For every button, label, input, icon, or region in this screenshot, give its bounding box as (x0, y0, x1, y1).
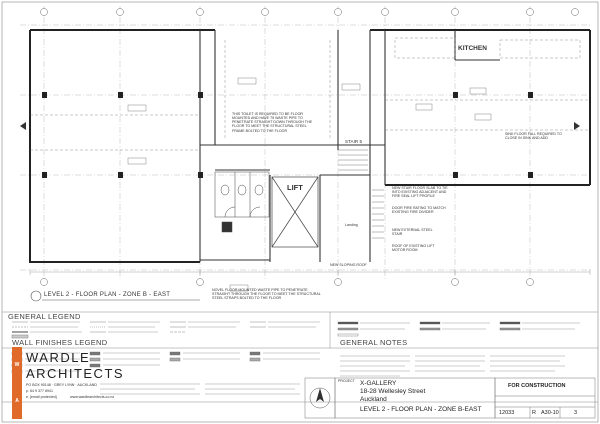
note-sink: SINK FLOOR FALL REQUIRED TO CLOSE IN SIN… (505, 132, 562, 141)
project-address: 18-28 Wellesley Street (360, 388, 426, 395)
lift-shaft (271, 176, 319, 248)
note-stair-slab: NEW STAIR FLOOR SLAB TO TIE INTO EXISTIN… (392, 186, 448, 199)
section-markers (20, 122, 580, 130)
firm-address: PO BOX 90148 · GREY LYNN · AUCKLAND (26, 383, 97, 387)
revision-number: 3 (574, 410, 578, 416)
room-label-lift: LIFT (287, 183, 303, 192)
firm-email: e. [email protected] (26, 395, 57, 399)
exterior-walls (29, 29, 591, 263)
columns (42, 92, 533, 178)
note-roof: ROOF OF EXISTING LIFT MOTOR ROOM (392, 244, 435, 253)
plan-title: LEVEL 2 - FLOOR PLAN - ZONE B - EAST (44, 292, 171, 298)
firm-name-line2: ARCHITECTS (26, 366, 125, 381)
revision-label: R (532, 410, 536, 416)
general-legend-title: GENERAL LEGEND (8, 312, 81, 321)
grid-lines (20, 6, 590, 280)
job-number: 12033 (499, 410, 515, 416)
project-label: PROJECT (338, 379, 355, 383)
project-city: Auckland (360, 396, 387, 403)
firm-web: www.wardlearchitects.co.nz (70, 395, 115, 399)
panel-separators (2, 311, 598, 403)
firm-phone: p. 64 9 377 8941 (26, 389, 53, 393)
note-door: DOOR FIRE RATING TO MATCH EXISTING FIRE … (392, 206, 446, 215)
firm-name-line1: WARDLE (26, 350, 91, 365)
room-label-stair: STAIR 5 (345, 139, 363, 144)
room-label-kitchen: KITCHEN (458, 45, 487, 52)
dashed-lines (30, 37, 590, 151)
plan-title-marker (30, 290, 200, 302)
general-legend-swatches (11, 321, 521, 339)
drawing-title: LEVEL 2 - FLOOR PLAN - ZONE B-EAST (360, 406, 482, 413)
project-name: X-GALLERY (360, 380, 397, 387)
wall-finishes-legend-title: WALL FINISHES LEGEND (12, 338, 108, 347)
general-notes-title: GENERAL NOTES (340, 338, 408, 347)
sheet-number: A30-10 (541, 410, 559, 416)
note-text-lines (25, 321, 580, 395)
room-label-landing: Landing (345, 223, 358, 227)
tag-boxes (127, 77, 492, 292)
note-toilet: THIS TOILET IS REQUIRED TO BE FLOOR MOUN… (232, 112, 312, 133)
grid-bubbles (40, 8, 579, 286)
stair-treads (338, 149, 384, 239)
toilet-fixtures (214, 171, 270, 233)
note-steel-stair: NEW EXTERNAL STEEL STAIR (392, 228, 433, 237)
dimension-lines (29, 269, 591, 275)
drawing-status: FOR CONSTRUCTION (508, 383, 566, 389)
north-arrow-icon (309, 387, 331, 409)
title-block (304, 377, 596, 419)
note-sloping-roof: NEW SLOPING ROOF (330, 263, 367, 267)
note-basin: NOVEL FLOOR MOUNTED WASTE PIPE TO PENETR… (212, 288, 321, 301)
